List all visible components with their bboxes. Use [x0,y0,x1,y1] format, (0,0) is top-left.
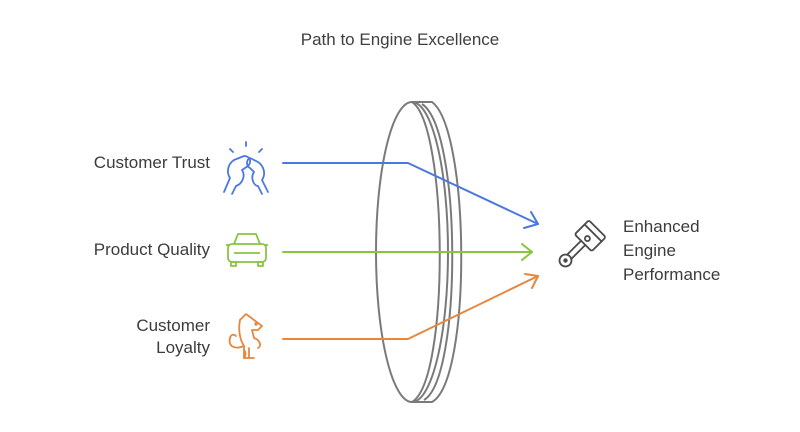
dog-icon [228,313,263,359]
output-label-enhanced-engine-performance: Enhanced Engine Performance [623,215,720,287]
input-label-product-quality: Product Quality [93,240,210,259]
label-line: Engine [623,241,676,260]
arrow-customer-loyalty [282,273,539,340]
label-line: Enhanced [623,217,700,236]
lens-back-edge [412,101,463,403]
car-icon [226,233,268,267]
handshake-fist-bump-icon [223,141,269,195]
label-line: Customer [136,316,210,335]
diagram-title: Path to Engine Excellence [300,30,500,49]
input-label-customer-loyalty: Customer Loyalty [136,315,210,359]
piston-icon [558,220,606,268]
label-line: Loyalty [156,338,210,357]
label-line: Performance [623,265,721,284]
arrow-customer-trust [282,162,539,229]
arrow-product-quality [282,243,533,261]
input-label-customer-trust: Customer Trust [93,153,210,172]
lens-rim-inner [421,103,454,401]
